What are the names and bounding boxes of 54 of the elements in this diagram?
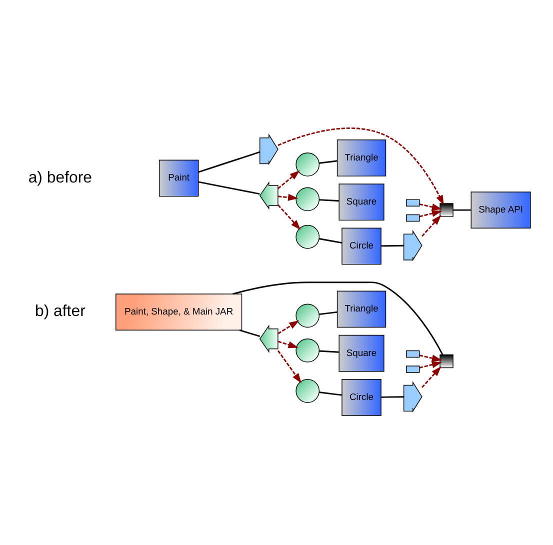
arrow — [419, 354, 442, 362]
arrow — [419, 360, 442, 368]
connector — [232, 281, 444, 354]
node-tab — [406, 365, 420, 372]
node-circle — [296, 186, 320, 211]
node-circle — [296, 152, 320, 176]
arrow — [422, 366, 442, 388]
node-bracket — [260, 133, 278, 165]
node-circle — [296, 338, 320, 362]
connector — [453, 208, 472, 210]
connector — [198, 180, 260, 194]
arrow — [278, 127, 444, 205]
node-box — [440, 202, 454, 216]
connector — [319, 391, 342, 396]
node-box: Square — [338, 183, 384, 220]
arrow — [278, 350, 302, 383]
connector — [319, 160, 338, 164]
node-box: Circle — [342, 378, 382, 416]
node-circle — [296, 303, 320, 328]
node-box: Paint — [158, 159, 199, 196]
node-socket — [259, 324, 278, 353]
arrow — [278, 340, 298, 348]
node-circle — [296, 224, 320, 248]
node-socket — [259, 180, 278, 210]
connector — [319, 350, 339, 352]
connector — [319, 238, 342, 244]
connector — [239, 329, 260, 337]
node-bracket — [403, 380, 422, 412]
node-box: Square — [338, 334, 384, 372]
node-tab — [406, 198, 420, 206]
arrow — [278, 193, 298, 200]
connector — [381, 244, 404, 246]
arrow — [419, 209, 442, 217]
arrow — [419, 202, 442, 210]
label: b) after — [34, 302, 86, 320]
node-tab — [406, 214, 420, 222]
node-bracket — [403, 229, 422, 261]
arrow — [278, 204, 301, 230]
node-box: Shape API — [470, 191, 531, 228]
arrow — [422, 214, 442, 236]
node-box: Circle — [342, 227, 382, 264]
node-box: Triangle — [336, 290, 386, 328]
label: a) before — [28, 168, 92, 186]
arrow — [278, 170, 300, 189]
connector — [319, 198, 339, 202]
node-box: Paint, Shape, & Main JAR — [116, 293, 242, 330]
arrow — [278, 320, 300, 334]
connector — [319, 310, 338, 315]
node-tab — [406, 350, 420, 358]
connector — [381, 396, 404, 398]
connector — [198, 150, 260, 172]
node-box — [440, 354, 454, 368]
node-circle — [296, 378, 320, 402]
node-box: Triangle — [336, 139, 386, 176]
